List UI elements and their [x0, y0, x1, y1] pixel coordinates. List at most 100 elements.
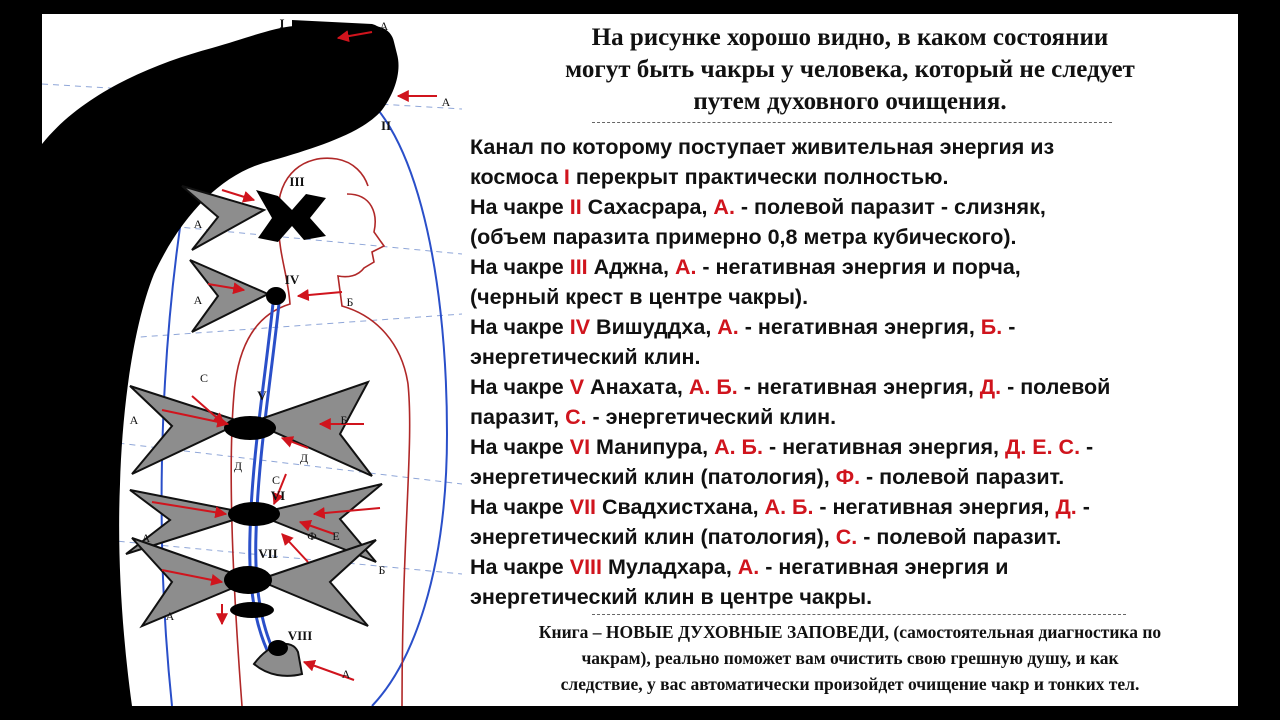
- highlight-marker: III: [569, 255, 588, 279]
- line-text: Муладхара,: [602, 555, 738, 579]
- line-text: - полевой паразит.: [857, 525, 1062, 549]
- description-line: энергетический клин в центре чакры.: [470, 582, 872, 612]
- numeral-vii: VII: [258, 546, 278, 561]
- numeral-ii: II: [381, 118, 391, 133]
- highlight-marker: II: [569, 195, 582, 219]
- line-text: На чакре: [470, 495, 570, 519]
- figure-label: А: [166, 609, 175, 623]
- figure-label: Б: [347, 295, 354, 309]
- line-text: - негативная энергия,: [762, 435, 1005, 459]
- line-text: - негативная энергия,: [738, 315, 981, 339]
- bottom-divider: [592, 614, 1126, 615]
- highlight-marker: А. Б.: [714, 435, 763, 459]
- description-line: На чакре II Сахасрара, А. - полевой пара…: [470, 192, 1046, 222]
- line-text: - негативная энергия и: [759, 555, 1009, 579]
- figure-label: С: [272, 473, 280, 487]
- heading-line: На рисунке хорошо видно, в каком состоян…: [591, 24, 1109, 51]
- heading-line: путем духовного очищения.: [693, 88, 1007, 115]
- description-line: паразит, С. - энергетический клин.: [470, 402, 836, 432]
- description-line: На чакре VI Манипура, А. Б. - негативная…: [470, 432, 1093, 462]
- dark-silhouette: [42, 26, 399, 706]
- line-text: Анахата,: [584, 375, 689, 399]
- line-text: (объем паразита примерно 0,8 метра кубич…: [470, 225, 1017, 249]
- highlight-marker: А. Б.: [688, 375, 738, 399]
- highlight-marker: Д.: [979, 375, 1002, 399]
- highlight-marker: А.: [737, 555, 760, 579]
- description-line: (объем паразита примерно 0,8 метра кубич…: [470, 222, 1017, 252]
- numeral-iii: III: [289, 174, 304, 189]
- highlight-marker: А. Б.: [764, 495, 814, 519]
- highlight-marker: А.: [713, 195, 735, 219]
- description-line: На чакре III Аджна, А. - негативная энер…: [470, 252, 1021, 282]
- figure-label: А: [342, 667, 351, 681]
- figure-letter-labels: А А А А Б С А Б Д С Д Ф Е А А Б А: [130, 19, 451, 681]
- numeral-viii: VIII: [288, 628, 313, 643]
- highlight-marker: VIII: [569, 555, 602, 579]
- line-text: перекрыт практически полностью.: [569, 165, 949, 189]
- line-text: Канал по которому поступает живительная …: [470, 135, 1055, 159]
- highlight-marker: V: [569, 375, 585, 399]
- chakra-numerals: I II III IV V VI VII VIII: [257, 16, 391, 643]
- line-text: Аджна,: [587, 255, 675, 279]
- line-text: - энергетический клин.: [586, 405, 837, 429]
- chakra-figure: I II III IV V VI VII VIII А А А А Б С А …: [42, 14, 463, 706]
- line-text: -: [1002, 315, 1016, 339]
- numeral-v: V: [257, 388, 267, 403]
- line-text: энергетический клин (патология),: [470, 465, 836, 489]
- line-text: На чакре: [470, 315, 570, 339]
- line-text: На чакре: [470, 195, 570, 219]
- highlight-marker: VII: [569, 495, 597, 519]
- figure-label: А: [194, 293, 203, 307]
- figure-label: Е: [332, 529, 339, 543]
- line-text: - полевой: [1001, 375, 1111, 399]
- figure-label: А: [380, 19, 389, 33]
- highlight-marker: С.: [565, 405, 587, 429]
- figure-label: Б: [379, 563, 386, 577]
- line-text: Свадхистхана,: [596, 495, 765, 519]
- line-text: Манипура,: [590, 435, 715, 459]
- line-text: На чакре: [470, 255, 570, 279]
- highlight-marker: А.: [717, 315, 739, 339]
- line-text: На чакре: [470, 555, 570, 579]
- figure-label: Б: [341, 413, 348, 427]
- description-line: энергетический клин (патология), Ф. - по…: [470, 462, 1064, 492]
- highlight-marker: Б.: [980, 315, 1003, 339]
- line-text: На чакре: [470, 435, 570, 459]
- line-text: космоса: [470, 165, 564, 189]
- description-line: космоса I перекрыт практически полностью…: [470, 162, 948, 192]
- highlight-marker: Д.: [1055, 495, 1077, 519]
- description-line: (черный крест в центре чакры).: [470, 282, 808, 312]
- figure-label: Д: [234, 459, 242, 473]
- numeral-iv: IV: [285, 272, 300, 287]
- line-text: -: [1080, 435, 1094, 459]
- highlight-marker: VI: [569, 435, 591, 459]
- description-panel: На рисунке хорошо видно, в каком состоян…: [462, 14, 1238, 706]
- description-line: энергетический клин (патология), С. - по…: [470, 522, 1061, 552]
- line-text: энергетический клин.: [470, 345, 701, 369]
- figure-label: А: [442, 95, 451, 109]
- book-note-line: Книга – НОВЫЕ ДУХОВНЫЕ ЗАПОВЕДИ, (самост…: [538, 622, 1162, 642]
- top-divider: [592, 122, 1112, 123]
- figure-label: Д: [300, 451, 308, 465]
- highlight-marker: IV: [569, 315, 591, 339]
- book-note-line: следствие, у вас автоматически произойде…: [560, 674, 1140, 694]
- highlight-marker: I: [563, 165, 570, 189]
- highlight-marker: С.: [835, 525, 858, 549]
- slide: I II III IV V VI VII VIII А А А А Б С А …: [42, 14, 1238, 706]
- description-line: энергетический клин.: [470, 342, 700, 372]
- line-text: - негативная энергия,: [813, 495, 1056, 519]
- line-text: -: [1076, 495, 1090, 519]
- figure-label: А: [130, 413, 139, 427]
- description-line: На чакре VII Свадхистхана, А. Б. - негат…: [470, 492, 1090, 522]
- numeral-vi: VI: [271, 488, 285, 503]
- highlight-marker: А.: [674, 255, 697, 279]
- line-text: - полевой паразит.: [860, 465, 1065, 489]
- line-text: На чакре: [470, 375, 570, 399]
- figure-label: С: [200, 371, 208, 385]
- red-arrows: [151, 30, 437, 681]
- description-line: На чакре V Анахата, А. Б. - негативная э…: [470, 372, 1110, 402]
- line-text: (черный крест в центре чакры).: [470, 285, 809, 309]
- highlight-marker: Д. Е. С.: [1005, 435, 1081, 459]
- description-line: На чакре IV Вишуддха, А. - негативная эн…: [470, 312, 1015, 342]
- figure-label: Ф: [307, 529, 316, 543]
